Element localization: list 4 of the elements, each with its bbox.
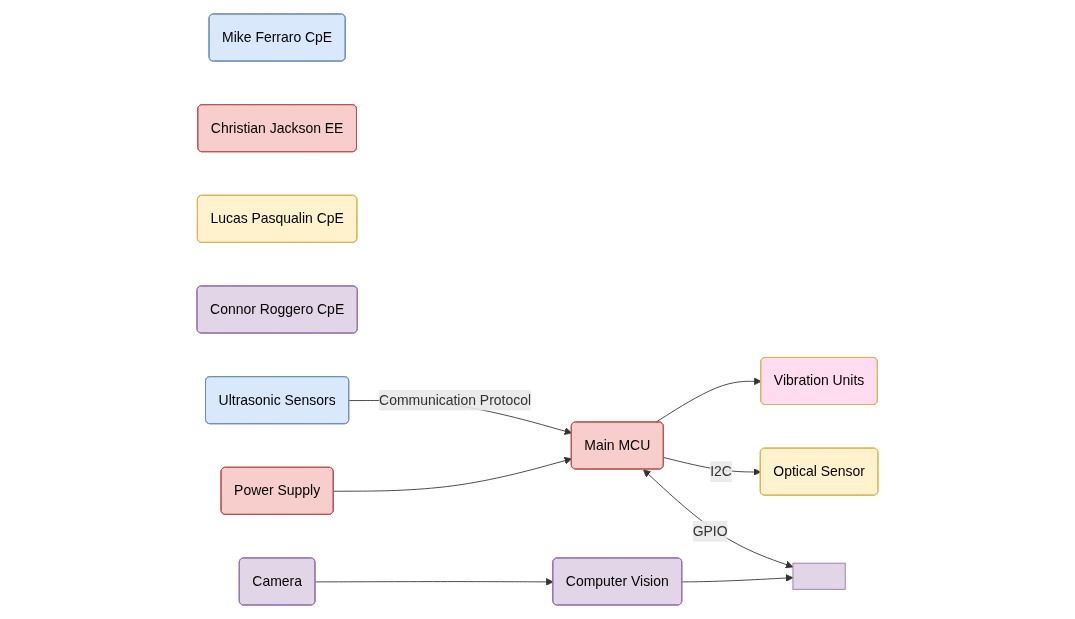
node-box — [792, 562, 846, 590]
edge-label: I2C — [710, 463, 732, 479]
edge-label: Communication Protocol — [379, 392, 532, 408]
edge-label: GPIO — [692, 523, 728, 539]
